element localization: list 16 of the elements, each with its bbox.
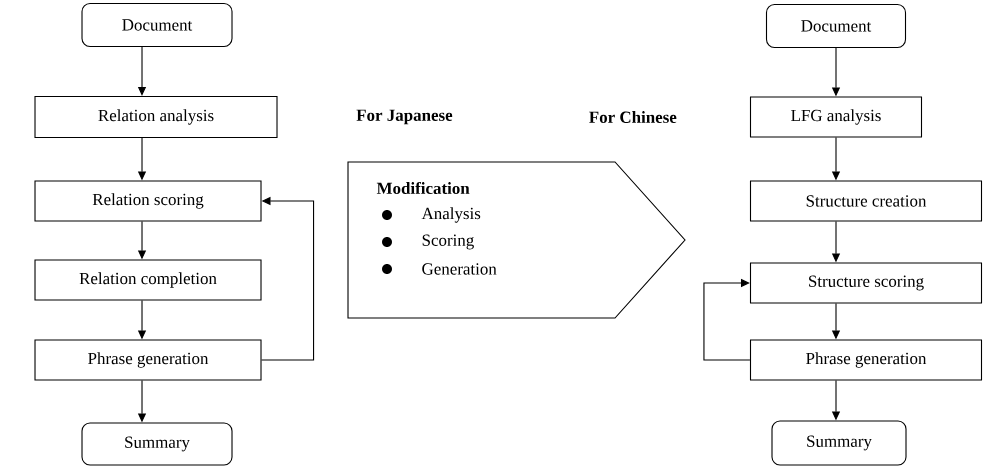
arrow xyxy=(703,278,751,361)
side-label: For Japanese xyxy=(356,109,453,125)
terminal-box: Document xyxy=(81,2,233,48)
process-box: Relation scoring xyxy=(34,180,262,222)
pentagon-box: Modification Analysis Scoring Generation xyxy=(347,161,686,319)
process-box: Structure creation xyxy=(749,180,983,222)
side-label: For Chinese xyxy=(589,111,677,123)
process-box: Relation completion xyxy=(34,259,262,301)
terminal-box: Document xyxy=(765,3,907,49)
terminal-box: Summary xyxy=(771,420,907,466)
process-box: Structure scoring xyxy=(749,262,983,304)
process-box: Phrase generation xyxy=(34,339,262,381)
process-box: Relation analysis xyxy=(34,95,278,139)
process-box: Phrase generation xyxy=(749,339,983,381)
terminal-box: Summary xyxy=(81,422,233,466)
process-box: LFG analysis xyxy=(749,96,923,138)
